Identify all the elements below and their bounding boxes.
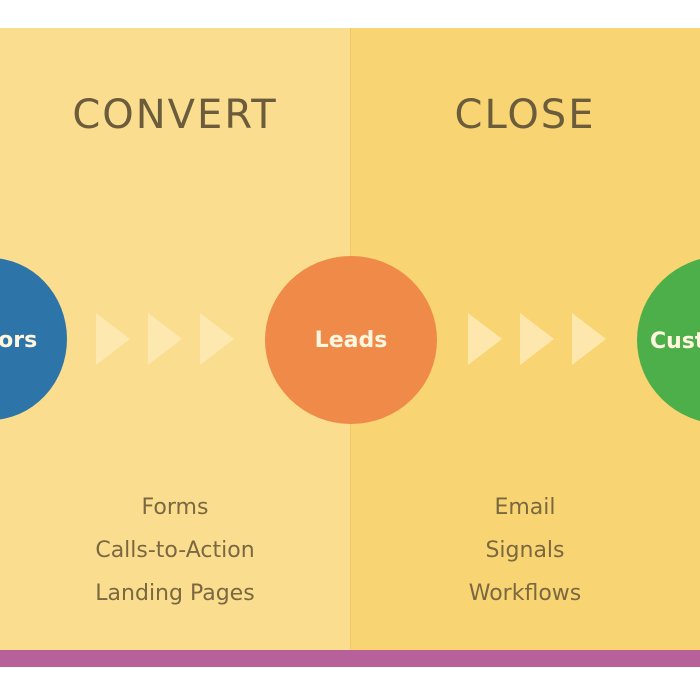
chevron-right-icon [520, 313, 554, 365]
chevron-right-icon [572, 313, 606, 365]
visitors-node: Visitors [0, 258, 67, 420]
bottom-bar [0, 650, 700, 667]
tool-item: Forms [141, 495, 209, 520]
customers-node: Customers [637, 259, 700, 421]
close-tools-list: Email Signals Workflows [350, 486, 700, 615]
leads-node: Leads [265, 256, 437, 424]
node-label: Visitors [0, 328, 37, 353]
convert-tools-list: Forms Calls-to-Action Landing Pages [0, 486, 350, 615]
tool-item: Signals [485, 538, 565, 563]
visitors-circle [0, 258, 67, 420]
chevron-right-icon [468, 313, 502, 365]
stage-title-convert: CONVERT [72, 92, 278, 138]
customers-circle [637, 259, 700, 421]
node-label: Leads [314, 327, 388, 353]
chevron-right-icon [148, 313, 182, 365]
chevron-right-icon [96, 313, 130, 365]
tool-item: Email [494, 495, 556, 520]
tool-item: Landing Pages [95, 581, 255, 606]
tool-item: Workflows [468, 581, 582, 606]
stage-title-close: CLOSE [454, 92, 596, 138]
node-label: Customers [650, 329, 700, 354]
chevron-right-icon [200, 313, 234, 365]
tool-item: Calls-to-Action [95, 538, 255, 563]
